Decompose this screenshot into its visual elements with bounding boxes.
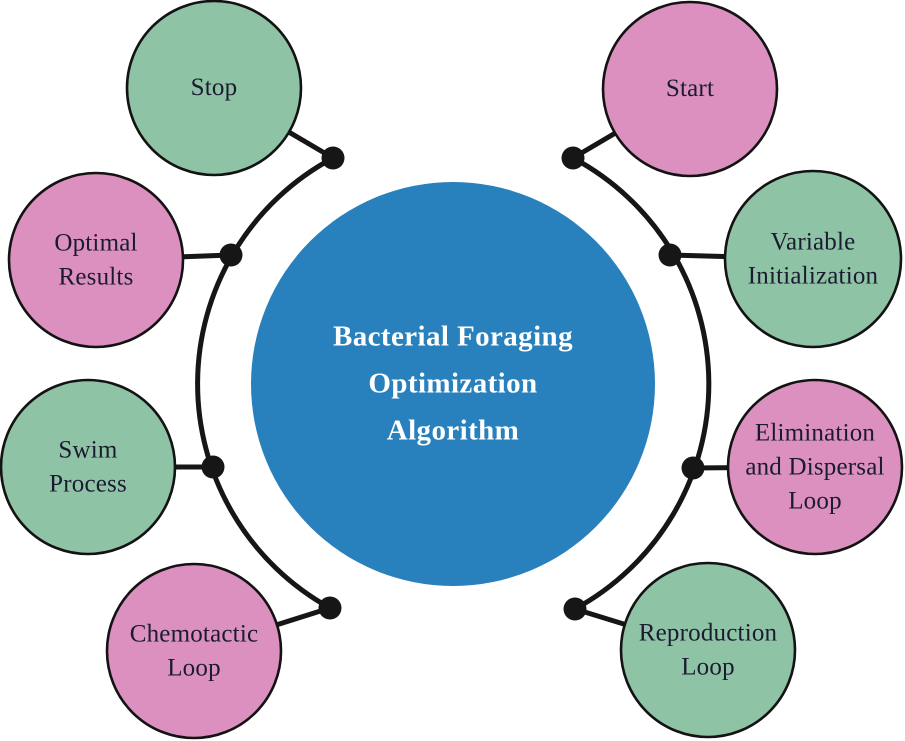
node-label-variable-initialization: Variable Initialization bbox=[747, 228, 879, 289]
node-label-swim-process: Swim Process bbox=[49, 436, 127, 497]
node-circle-reproduction-loop bbox=[619, 561, 797, 739]
left-arc bbox=[195, 155, 336, 611]
junction-dot-bottom-right bbox=[563, 597, 587, 621]
hub-circle bbox=[251, 182, 655, 586]
node-label-start: Start bbox=[665, 75, 715, 103]
hub-title: Bacterial Foraging Optimization Algorith… bbox=[283, 314, 623, 455]
node-label-optimal-results: Optimal Results bbox=[54, 229, 138, 290]
node-label-reproduction-loop: Reproduction Loop bbox=[638, 619, 778, 680]
hub-title-line-1: Bacterial Foraging bbox=[333, 320, 573, 353]
junction-dot-top-right bbox=[561, 146, 585, 170]
node-circle-chemotactic-loop bbox=[105, 562, 283, 740]
junction-dot-bottom-left bbox=[318, 596, 342, 620]
hub-title-line-2: Optimization bbox=[368, 367, 538, 400]
junction-dot-upper-right bbox=[658, 243, 682, 267]
hub-title-line-3: Algorithm bbox=[386, 414, 520, 447]
node-circle-optimal-results bbox=[7, 171, 185, 349]
junction-dot-upper-left bbox=[219, 243, 243, 267]
node-circle-start bbox=[601, 0, 779, 178]
node-label-elimination-dispersal-loop: Elimination and Dispersal Loop bbox=[745, 419, 885, 514]
junction-dot-lower-left bbox=[201, 455, 225, 479]
node-circle-variable-initialization bbox=[723, 169, 903, 349]
node-circle-swim-process bbox=[0, 378, 177, 556]
node-label-stop: Stop bbox=[190, 74, 238, 102]
node-circle-elimination-dispersal-loop bbox=[726, 378, 904, 556]
node-label-chemotactic-loop: Chemotactic Loop bbox=[129, 620, 259, 681]
right-arc bbox=[570, 155, 712, 612]
junction-dot-lower-right bbox=[681, 456, 705, 480]
junction-dot-top-left bbox=[321, 146, 345, 170]
node-circle-stop bbox=[125, 0, 303, 177]
